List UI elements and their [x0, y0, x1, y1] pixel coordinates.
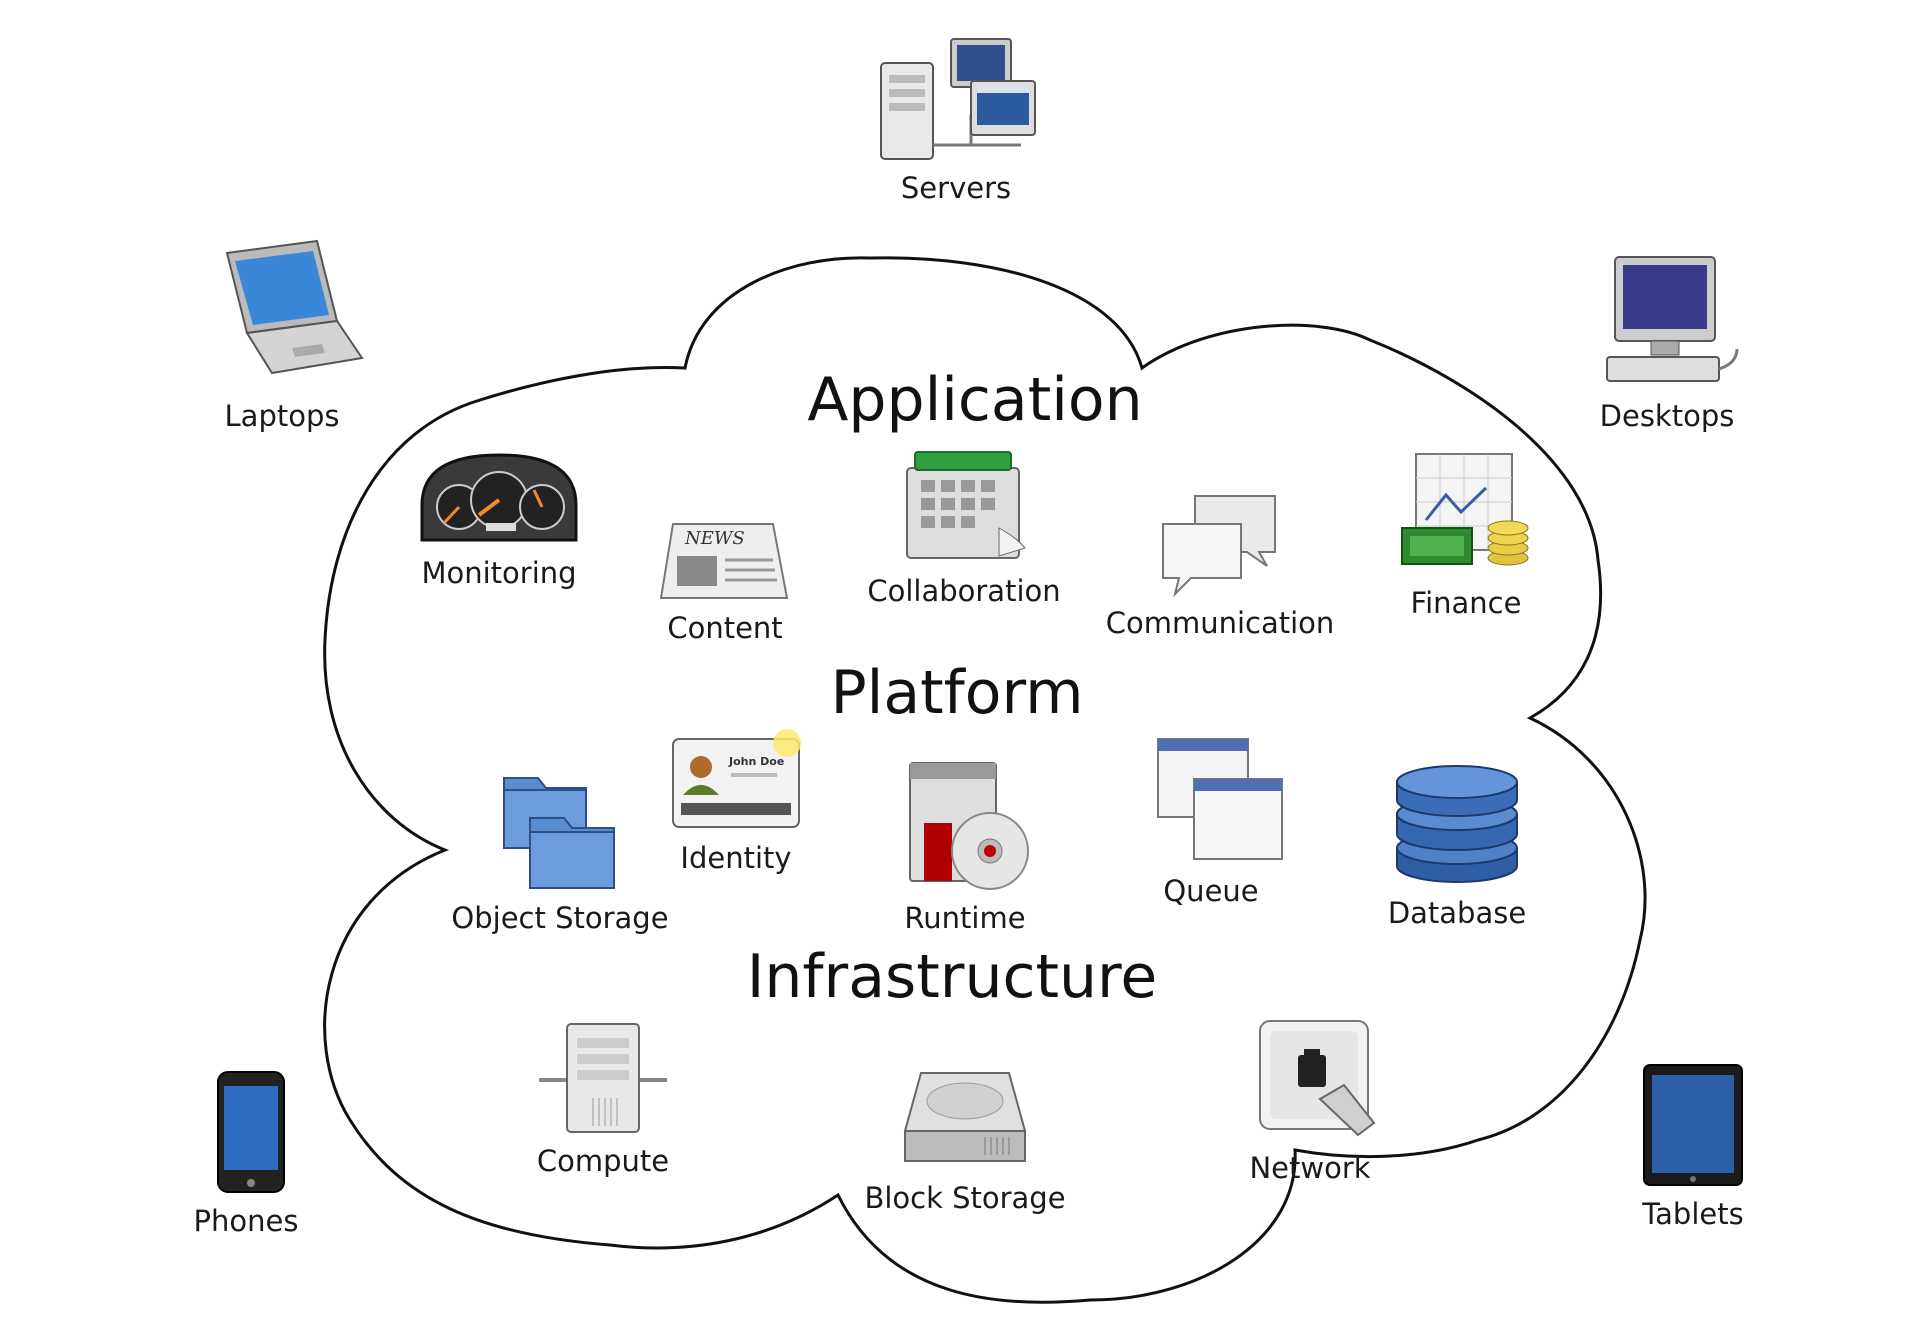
queue-label: Queue [1163, 874, 1259, 908]
network-label: Network [1249, 1151, 1371, 1185]
runtime-disc-icon [909, 762, 1029, 890]
identity-label: Identity [680, 841, 792, 875]
newspaper-icon: NEWS [659, 523, 789, 599]
section-title-platform: Platform [830, 658, 1084, 728]
app-finance: Finance [1346, 450, 1586, 620]
platform-identity: John Doe Identity [616, 725, 856, 875]
compute-tower-icon [539, 1023, 667, 1133]
client-desktops: Desktops [1547, 253, 1787, 433]
platform-database: Database [1337, 760, 1577, 930]
dashboard-gauge-icon [420, 453, 578, 542]
folders-icon [503, 777, 615, 889]
collaboration-label: Collaboration [867, 574, 1061, 608]
monitoring-label: Monitoring [421, 556, 577, 590]
client-tablets: Tablets [1573, 1061, 1813, 1231]
app-monitoring: Monitoring [379, 445, 619, 590]
content-label: Content [667, 611, 783, 645]
tablet-icon [1643, 1064, 1743, 1186]
compute-label: Compute [536, 1144, 670, 1178]
newspaper-masthead: NEWS [684, 528, 745, 549]
id-card-icon: John Doe [672, 729, 801, 828]
block-storage-label: Block Storage [864, 1181, 1066, 1215]
stacked-windows-icon [1157, 738, 1283, 860]
client-laptops: Laptops [162, 233, 402, 433]
desktops-label: Desktops [1599, 399, 1735, 433]
calendar-icon [906, 451, 1026, 559]
laptop-icon [225, 239, 364, 375]
runtime-label: Runtime [904, 901, 1026, 935]
chat-bubbles-icon [1162, 495, 1276, 598]
database-cylinder-icon [1396, 765, 1518, 883]
infra-compute: Compute [483, 1018, 723, 1178]
finance-chart-money-icon [1401, 453, 1529, 566]
platform-object-storage: Object Storage [440, 760, 680, 935]
tablets-label: Tablets [1642, 1197, 1744, 1231]
servers-label: Servers [900, 171, 1012, 205]
client-servers: Servers [836, 35, 1076, 205]
phone-icon [217, 1071, 285, 1193]
id-card-name: John Doe [728, 755, 784, 768]
app-collaboration: Collaboration [844, 448, 1084, 608]
network-jack-icon [1259, 1020, 1376, 1137]
client-phones: Phones [126, 1068, 366, 1238]
servers-icon [880, 38, 1036, 160]
platform-queue: Queue [1091, 733, 1331, 908]
phones-label: Phones [193, 1204, 299, 1238]
desktop-icon [1606, 256, 1739, 382]
app-content: NEWS Content [605, 520, 845, 645]
infra-network: Network [1190, 1015, 1430, 1185]
platform-runtime: Runtime [845, 755, 1085, 935]
section-title-application: Application [807, 365, 1143, 435]
object-storage-label: Object Storage [451, 901, 669, 935]
finance-label: Finance [1410, 586, 1522, 620]
hard-drive-icon [903, 1072, 1027, 1162]
laptops-label: Laptops [224, 399, 340, 433]
communication-label: Communication [1105, 606, 1335, 640]
infra-block-storage: Block Storage [845, 1065, 1085, 1215]
database-label: Database [1387, 896, 1527, 930]
app-communication: Communication [1100, 490, 1340, 640]
section-title-infrastructure: Infrastructure [746, 942, 1158, 1012]
